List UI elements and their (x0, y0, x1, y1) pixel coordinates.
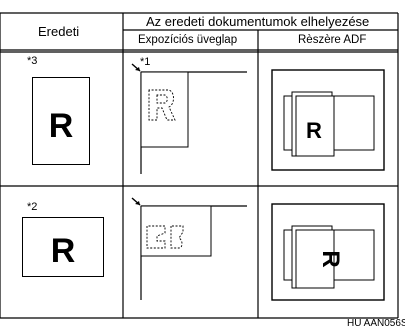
row2-exposure-glass-diagram (131, 197, 247, 300)
row1-exposure-glass-diagram (131, 63, 247, 174)
row2-adf-diagram: R (271, 203, 385, 301)
figure-code: HU AAN056S (347, 318, 405, 329)
header-exposure-glass: Expozíciós üveglap (138, 34, 238, 46)
row1-glass-note: *1 (140, 56, 151, 68)
header-placement: Az eredeti dokumentumok elhelyezése (146, 14, 370, 29)
header-original: Eredeti (38, 24, 80, 39)
row2-adf-letter: R (317, 250, 344, 267)
row2-original-letter: R (51, 232, 76, 270)
row1-original-note: *3 (27, 55, 38, 67)
row1-adf-diagram: R (271, 69, 385, 171)
row1-adf-letter: R (306, 118, 322, 143)
header-adf: Rèszère ADF (298, 34, 367, 46)
row1-original-portrait: R (32, 77, 90, 165)
row2-original-landscape: R (22, 217, 104, 277)
row2-original-note: *2 (27, 201, 38, 213)
row1-original-letter: R (49, 107, 74, 145)
